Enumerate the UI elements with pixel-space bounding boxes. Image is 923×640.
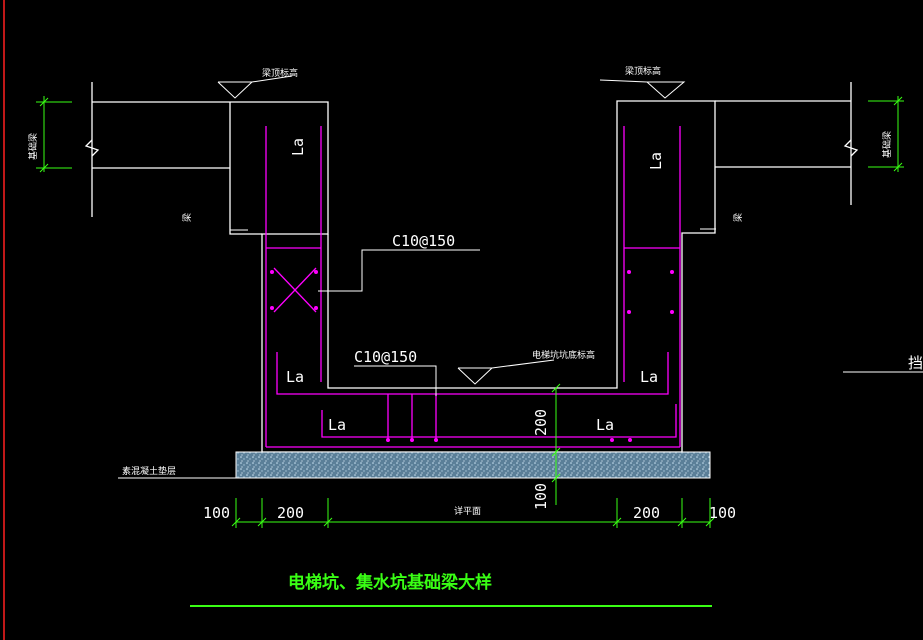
dim-200-left: 200 <box>277 504 304 522</box>
dim-100-left: 100 <box>203 504 230 522</box>
label-height-left: 基础梁 <box>27 133 39 160</box>
rebar-lines <box>265 126 681 448</box>
label-la-left-corner: La <box>286 368 304 386</box>
drawing-title: 电梯坑、集水坑基础梁大样 <box>288 572 492 593</box>
label-la-right-corner: La <box>640 368 658 386</box>
dim-100-vertical: 100 <box>532 483 550 510</box>
dimension-lines <box>36 96 904 528</box>
label-elev-left: 梁顶标高 <box>262 67 298 79</box>
label-rebar-top: C10@150 <box>392 232 455 250</box>
label-elev-pit: 电梯坑坑底标高 <box>532 349 595 361</box>
label-cushion: 素混凝土垫层 <box>122 465 176 477</box>
label-la-left-wall: La <box>289 138 307 156</box>
label-elev-right: 梁顶标高 <box>625 65 661 77</box>
label-rebar-mid: C10@150 <box>354 348 417 366</box>
leader-lines <box>118 75 923 479</box>
concrete-cushion <box>235 451 711 479</box>
label-beam-right: 梁 <box>732 213 744 222</box>
label-height-right: 基础梁 <box>881 131 893 158</box>
dim-200-vertical: 200 <box>532 409 550 436</box>
label-la-left-bottom: La <box>328 416 346 434</box>
label-la-right-wall: La <box>647 152 665 170</box>
rebar-dots <box>270 270 674 442</box>
concrete-outline <box>84 82 859 453</box>
label-beam-left: 梁 <box>181 213 193 222</box>
label-pit-width: 详平面 <box>454 505 481 517</box>
label-la-right-bottom: La <box>596 416 614 434</box>
dim-100-right: 100 <box>709 504 736 522</box>
label-right-edge: 挡 <box>908 354 923 372</box>
dim-200-right: 200 <box>633 504 660 522</box>
